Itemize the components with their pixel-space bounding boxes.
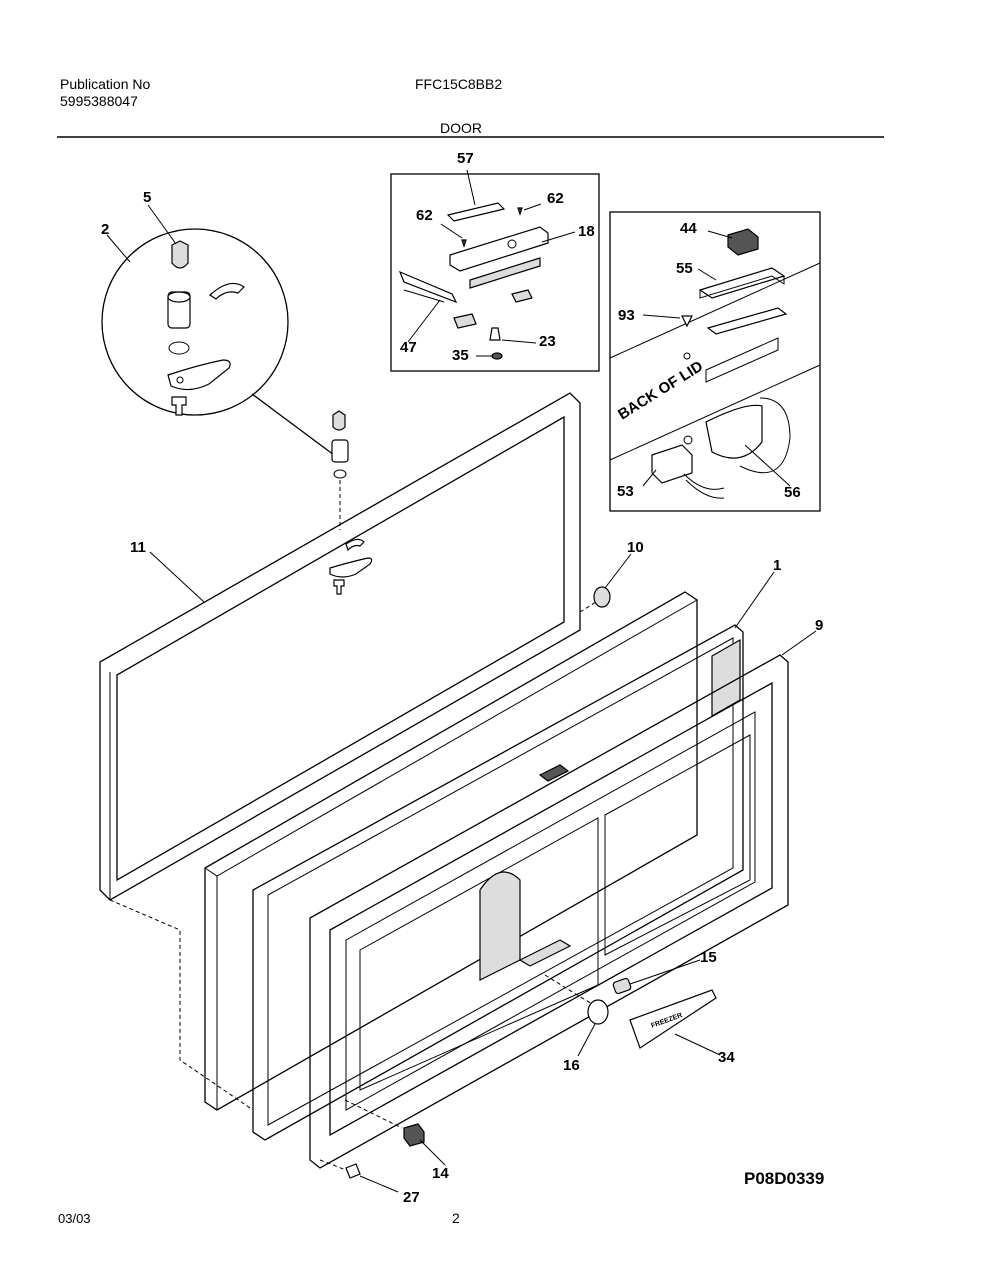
callout-53: 53 [617,483,634,500]
callout-35: 35 [452,347,469,364]
callout-62: 62 [416,207,433,224]
inner-liner-panel [204,591,698,1111]
handle-inset-box [390,173,600,372]
back-of-lid-inset-box [609,211,821,512]
gasket-frame [99,392,581,901]
drawing-code: P08D0339 [744,1169,825,1188]
part-10 [593,586,611,608]
callout-16: 16 [563,1057,580,1074]
placard-34: FREEZER [629,989,717,1049]
callout-47: 47 [400,339,417,356]
footer-page: 2 [452,1210,460,1226]
callout-18: 18 [578,223,595,240]
callout-11: 11 [130,539,146,556]
part-14 [403,1123,425,1147]
callout-62: 62 [547,190,564,207]
callout-14: 14 [432,1165,449,1182]
callout-55: 55 [676,260,693,277]
callout-1: 1 [773,557,781,574]
callout-93: 93 [618,307,635,324]
callout-10: 10 [627,539,644,556]
callout-2: 2 [101,221,109,238]
back-of-lid-text: BACK OF LID [615,358,706,424]
publication-number: 5995388047 [60,93,138,109]
model-number: FFC15C8BB2 [415,76,503,92]
callout-15: 15 [700,949,717,966]
door-frame-1 [252,624,744,1141]
callout-5: 5 [143,189,151,206]
callout-27: 27 [403,1189,420,1206]
callout-9: 9 [815,617,823,634]
callout-44: 44 [680,220,697,237]
callout-57: 57 [457,150,474,167]
callout-23: 23 [539,333,556,350]
parts-15-16 [544,974,632,1025]
callout-56: 56 [784,484,801,501]
lock-parts-exploded [329,410,373,595]
part-27 [345,1163,361,1179]
footer-date: 03/03 [58,1211,91,1226]
outer-door-panel-9 [309,654,789,1169]
callout-numbers: 1 2 5 9 10 11 14 15 16 18 23 27 34 35 44 47 53 55 56 57 62 62… [101,150,823,1206]
lock-detail-circle [101,228,339,459]
leader-lines [106,169,817,1193]
callout-34: 34 [718,1049,735,1066]
publication-label: Publication No [60,76,151,92]
section-title: DOOR [440,120,482,136]
